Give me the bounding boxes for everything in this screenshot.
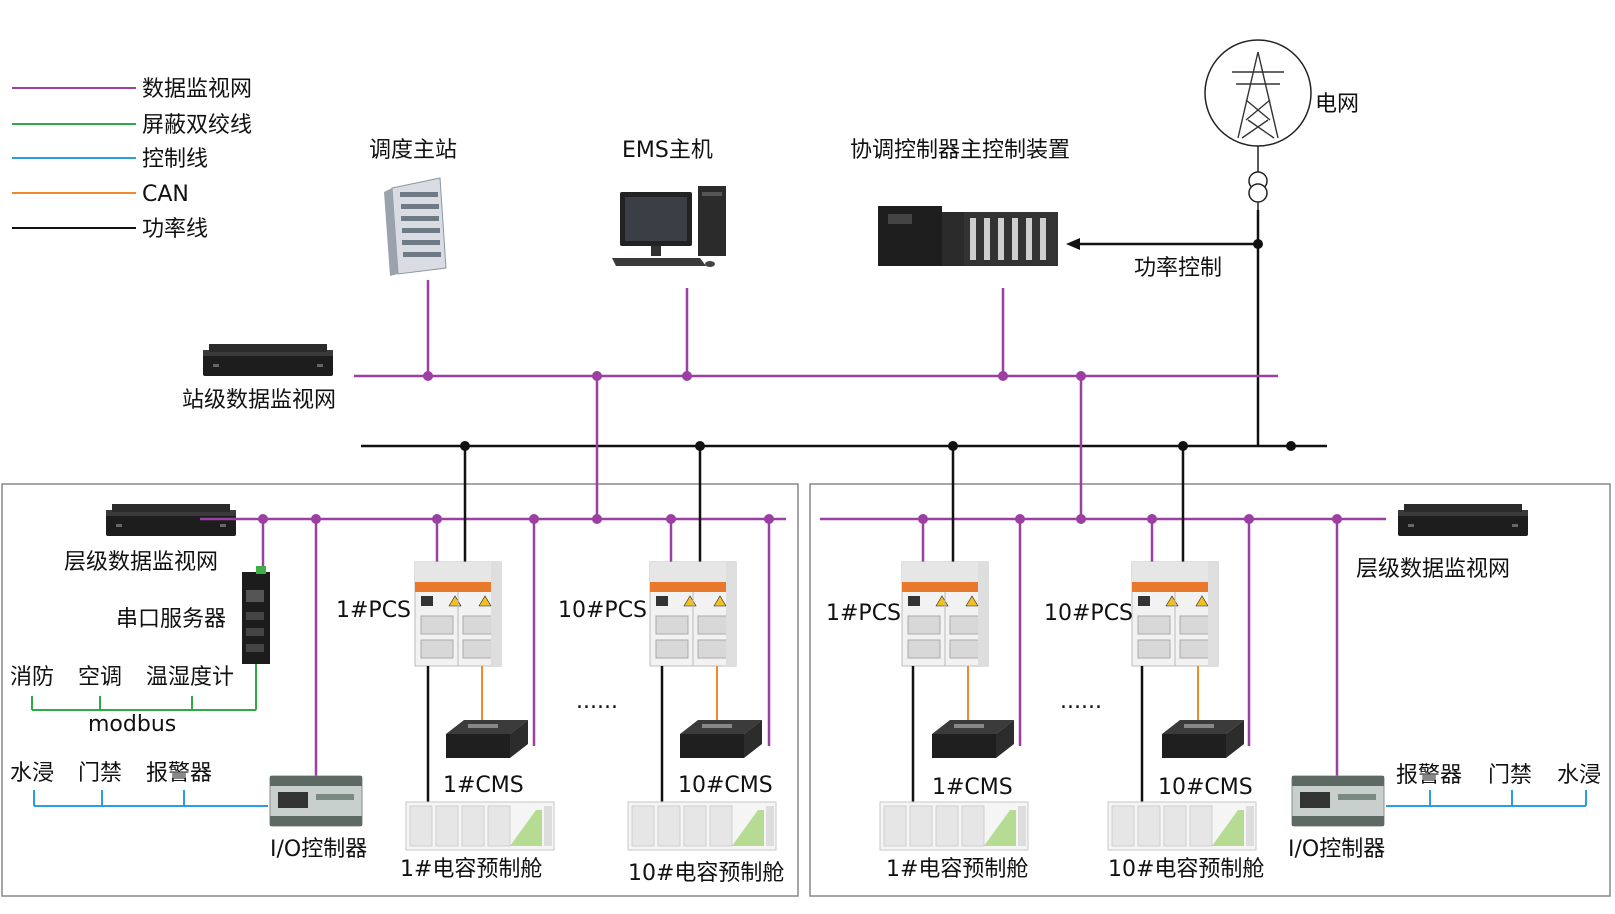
left-cms1-label: 1#CMS xyxy=(443,773,524,798)
transformer-icon xyxy=(1248,146,1268,210)
serial-server-icon xyxy=(242,566,270,664)
right-cms10-icon xyxy=(1162,720,1244,758)
left-cab1-icon xyxy=(405,801,555,851)
right-ellipsis: ...... xyxy=(1060,689,1102,714)
left-io-controller-icon xyxy=(269,775,363,827)
left-pcs10-label: 10#PCS xyxy=(558,598,647,623)
bus-node xyxy=(998,371,1008,381)
right-flood-label: 水浸 xyxy=(1557,763,1601,788)
right-bus-node xyxy=(1244,514,1254,524)
right-cab1-label: 1#电容预制舱 xyxy=(886,857,1028,882)
alarm-label: 报警器 xyxy=(146,761,212,786)
flood-label: 水浸 xyxy=(10,761,54,786)
right-pcs10-icon xyxy=(1131,561,1219,667)
power-node xyxy=(1286,441,1296,451)
right-io-controller-icon xyxy=(1291,775,1385,827)
right-layer-switch-icon xyxy=(1398,504,1528,536)
left-bus-node xyxy=(432,514,442,524)
power-control-arrow xyxy=(1066,238,1080,250)
left-pcs10-icon xyxy=(649,561,737,667)
left-pcs1-label: 1#PCS xyxy=(336,598,411,623)
left-bus-node xyxy=(311,514,321,524)
coordinator-label: 协调控制器主控制装置 xyxy=(850,138,1070,163)
right-cms10-label: 10#CMS xyxy=(1158,775,1253,800)
right-cab10-icon xyxy=(1107,801,1257,851)
left-bus-node xyxy=(592,514,602,524)
left-bus-node xyxy=(764,514,774,524)
legend-label-data-net: 数据监视网 xyxy=(142,77,252,102)
right-pcs1-label: 1#PCS xyxy=(826,601,901,626)
left-ellipsis: ...... xyxy=(576,689,618,714)
right-pcs10-label: 10#PCS xyxy=(1044,601,1133,626)
legend: 数据监视网 屏蔽双绞线 控制线 CAN 功率线 xyxy=(12,77,252,242)
left-bus-node xyxy=(666,514,676,524)
legend-label-power-line: 功率线 xyxy=(142,217,208,242)
right-cab1-icon xyxy=(879,801,1029,851)
right-pcs1-icon xyxy=(901,561,989,667)
right-io-label: I/O控制器 xyxy=(1288,837,1385,862)
legend-label-twisted-pair: 屏蔽双绞线 xyxy=(142,113,252,138)
dispatch-label: 调度主站 xyxy=(369,138,457,163)
left-cms10-icon xyxy=(680,720,762,758)
legend-label-control-line: 控制线 xyxy=(142,147,208,172)
modbus-label: modbus xyxy=(88,712,176,737)
temp-hum-label: 温湿度计 xyxy=(146,665,234,690)
left-io-label: I/O控制器 xyxy=(270,837,367,862)
power-control-label: 功率控制 xyxy=(1134,256,1222,281)
left-panel-frame xyxy=(1,483,799,897)
right-layer-net-label: 层级数据监视网 xyxy=(1356,557,1510,582)
grid-tower-icon xyxy=(1204,39,1312,147)
right-bus-node xyxy=(1332,514,1342,524)
right-bus-node xyxy=(1076,514,1086,524)
bus-node xyxy=(682,371,692,381)
left-cab10-label: 10#电容预制舱 xyxy=(628,861,784,886)
right-cab10-label: 10#电容预制舱 xyxy=(1108,857,1264,882)
legend-label-can: CAN xyxy=(142,182,189,207)
left-bus-node xyxy=(258,514,268,524)
ems-label: EMS主机 xyxy=(622,138,713,163)
right-bus-node xyxy=(1147,514,1157,524)
grid-label: 电网 xyxy=(1315,92,1359,117)
access-label: 门禁 xyxy=(78,761,122,786)
ac-label: 空调 xyxy=(78,665,122,690)
right-panel-frame xyxy=(809,483,1611,897)
coordinator-plc-icon xyxy=(878,206,1058,266)
power-control-node xyxy=(1253,239,1263,249)
dispatch-server-icon xyxy=(384,177,447,276)
right-alarm-label: 报警器 xyxy=(1396,763,1462,788)
right-access-label: 门禁 xyxy=(1488,763,1532,788)
left-layer-net-label: 层级数据监视网 xyxy=(64,550,218,575)
left-cms10-label: 10#CMS xyxy=(678,773,773,798)
left-pcs1-icon xyxy=(414,561,502,667)
left-cab1-label: 1#电容预制舱 xyxy=(400,857,542,882)
serial-server-label: 串口服务器 xyxy=(116,607,226,632)
right-cms1-label: 1#CMS xyxy=(932,775,1013,800)
left-cab10-icon xyxy=(627,801,777,851)
station-switch-icon xyxy=(203,344,333,376)
left-cms1-icon xyxy=(446,720,528,758)
bus-node xyxy=(423,371,433,381)
left-bus-node xyxy=(529,514,539,524)
right-bus-node xyxy=(1015,514,1025,524)
ems-host-icon xyxy=(612,186,726,267)
fire-label: 消防 xyxy=(10,665,54,690)
station-net-label: 站级数据监视网 xyxy=(182,388,336,413)
right-bus-node xyxy=(918,514,928,524)
right-cms1-icon xyxy=(932,720,1014,758)
